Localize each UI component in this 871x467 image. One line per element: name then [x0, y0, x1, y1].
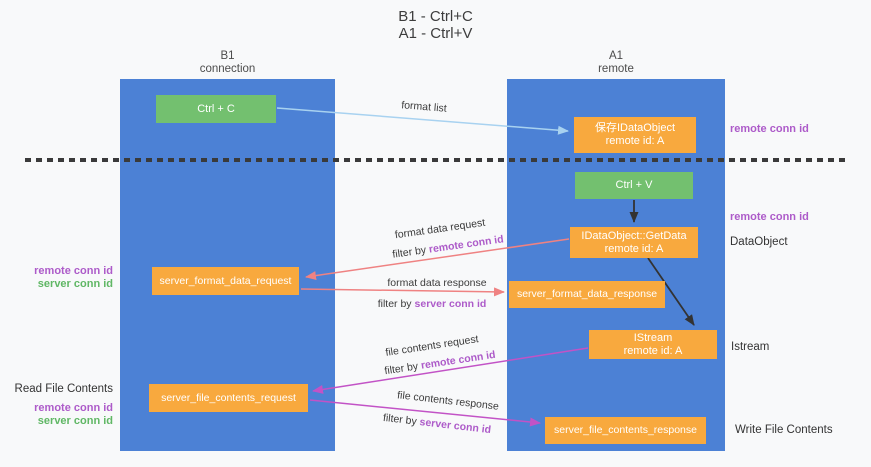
label-read-file-contents: Read File Contents [14, 383, 113, 395]
label-remote-conn-id-left-bottom: remote conn id [34, 402, 113, 414]
node-server-file-contents-response: server_file_contents_response [545, 417, 706, 444]
server-conn-id-text: server conn id [414, 298, 487, 310]
node-istream-line1: IStream [633, 331, 673, 344]
label-server-conn-id-left-bottom: server conn id [37, 415, 113, 427]
node-ctrl-v: Ctrl + V [575, 172, 693, 199]
filter-by-text: filter by [382, 411, 418, 428]
node-istream-line2: remote id: A [623, 344, 683, 357]
lane-b1-role: connection [199, 63, 256, 75]
node-getdata-line1: IDataObject::GetData [581, 229, 687, 242]
node-ctrl-v-label: Ctrl + V [615, 179, 653, 191]
label-write-file-contents: Write File Contents [735, 424, 833, 436]
edge-label-format-list: format list [400, 99, 448, 115]
lane-header-a1: A1 remote [507, 50, 725, 76]
node-format-response-label: server_format_data_response [516, 288, 658, 300]
diagram-title: B1 - Ctrl+C A1 - Ctrl+V [0, 8, 871, 42]
title-line-2: A1 - Ctrl+V [398, 25, 473, 42]
label-dataobject: DataObject [730, 236, 788, 248]
label-remote-conn-id-top-right: remote conn id [730, 123, 809, 135]
node-file-request-label: server_file_contents_request [161, 391, 296, 404]
node-server-format-data-response: server_format_data_response [509, 281, 665, 308]
node-idataobject-getdata: IDataObject::GetData remote id: A [570, 227, 698, 258]
edge-label-file-contents-response: file contents response [396, 389, 500, 413]
lane-a1-name: A1 [608, 50, 624, 62]
node-ctrl-c-label: Ctrl + C [197, 102, 235, 115]
label-remote-conn-id-mid-right: remote conn id [730, 211, 809, 223]
filter-by-text: filter by [377, 298, 412, 310]
node-save-idataobject-line1: 保存IDataObject [594, 122, 676, 134]
node-file-response-label: server_file_contents_response [553, 424, 697, 436]
label-istream: Istream [731, 341, 770, 353]
node-save-idataobject: 保存IDataObject remote id: A [574, 117, 696, 153]
lane-header-b1: B1 connection [120, 50, 335, 76]
lane-a1-role: remote [598, 63, 634, 75]
label-server-conn-id-left-mid: server conn id [37, 278, 113, 290]
node-ctrl-c: Ctrl + C [156, 95, 276, 123]
session-divider-dashed-line [25, 158, 845, 162]
node-save-idataobject-line2: remote id: A [605, 135, 665, 147]
node-istream: IStream remote id: A [589, 330, 717, 359]
node-server-format-data-request: server_format_data_request [152, 267, 299, 295]
remote-conn-id-text: remote conn id [420, 348, 497, 372]
node-getdata-line2: remote id: A [604, 242, 664, 255]
node-server-file-contents-request: server_file_contents_request [149, 384, 308, 412]
title-line-1: B1 - Ctrl+C [398, 8, 473, 25]
lane-b1-name: B1 [220, 50, 235, 62]
filter-by-text: filter by [391, 244, 427, 261]
edge-label-format-data-response: format data response [387, 277, 487, 289]
remote-conn-id-text: remote conn id [428, 233, 505, 256]
node-format-request-label: server_format_data_request [159, 274, 292, 287]
label-remote-conn-id-left-mid: remote conn id [34, 265, 113, 277]
server-conn-id-text: server conn id [418, 416, 492, 437]
filter-by-text: filter by [383, 360, 419, 378]
